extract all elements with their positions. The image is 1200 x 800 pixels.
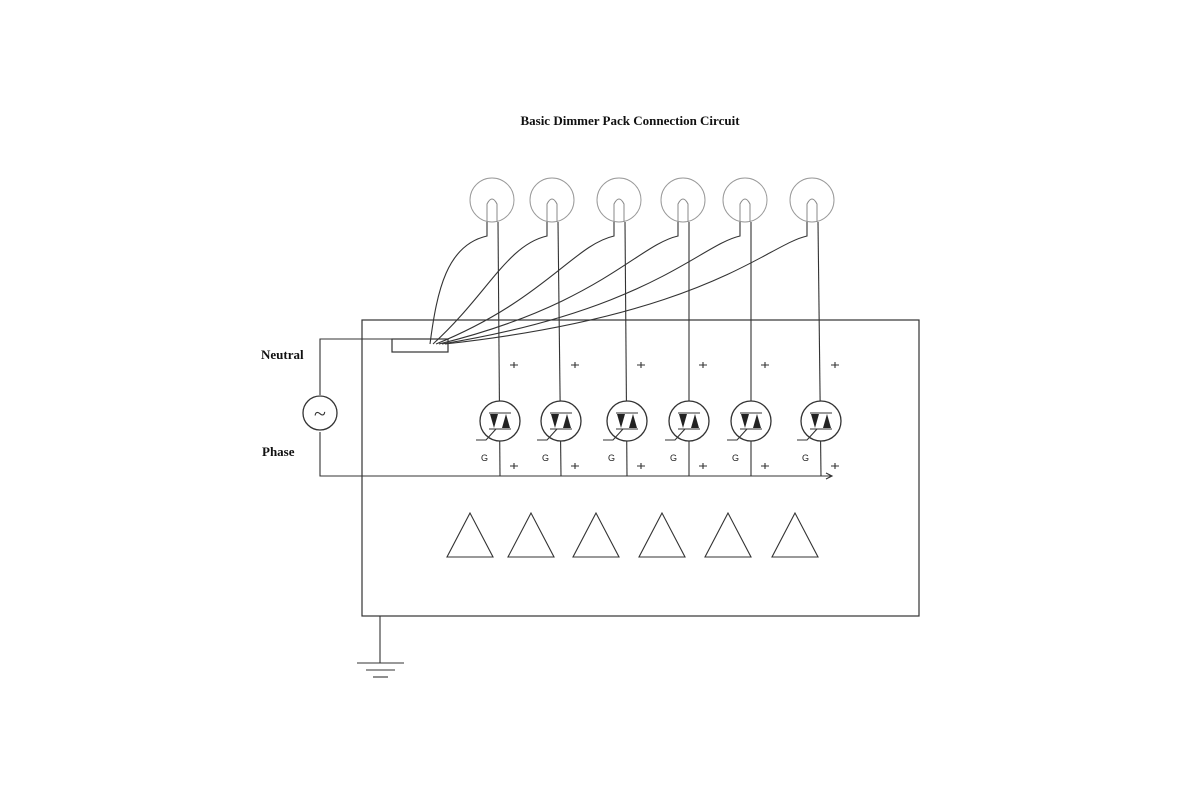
terminal-mark-top bbox=[699, 362, 707, 368]
terminal-mark-top bbox=[831, 362, 839, 368]
gate-label: G bbox=[802, 453, 809, 463]
triac-icon bbox=[797, 400, 842, 442]
terminal-mark-top bbox=[637, 362, 645, 368]
terminal-mark-top bbox=[510, 362, 518, 368]
ground-icon bbox=[357, 616, 404, 678]
terminal-mark-top bbox=[571, 362, 579, 368]
terminal-mark-bottom bbox=[761, 463, 769, 469]
ac-source-symbol: ~ bbox=[314, 401, 326, 426]
channel-6: G bbox=[444, 177, 842, 558]
channel-3: G bbox=[435, 177, 648, 558]
lamp-icon bbox=[596, 177, 642, 223]
terminal-mark-bottom bbox=[831, 463, 839, 469]
return-wire bbox=[438, 222, 679, 345]
gate-label: G bbox=[542, 453, 549, 463]
triac-icon bbox=[665, 400, 710, 442]
channel-1: G bbox=[429, 177, 521, 558]
terminal-mark-top bbox=[761, 362, 769, 368]
phase-label: Phase bbox=[262, 444, 295, 459]
ac-source-icon: ~ bbox=[302, 395, 338, 431]
triangle-icon bbox=[704, 511, 752, 558]
lamp-icon bbox=[789, 177, 835, 223]
neutral-terminal-block bbox=[391, 338, 449, 353]
triac-icon bbox=[476, 400, 521, 442]
return-wire bbox=[441, 222, 741, 345]
dimmer-pack-enclosure bbox=[361, 319, 920, 617]
terminal-mark-bottom bbox=[571, 463, 579, 469]
triangle-icon bbox=[771, 511, 819, 558]
triangle-icon bbox=[507, 511, 555, 558]
gate-label: G bbox=[670, 453, 677, 463]
lamp-icon bbox=[529, 177, 575, 223]
diagram-title: Basic Dimmer Pack Connection Circuit bbox=[520, 113, 740, 128]
triac-icon bbox=[537, 400, 582, 442]
gate-label: G bbox=[608, 453, 615, 463]
channel-5: G bbox=[441, 177, 772, 558]
phase-bus-arrow bbox=[825, 472, 834, 480]
triac-icon bbox=[727, 400, 772, 442]
channel-2: G bbox=[432, 177, 582, 558]
gate-label: G bbox=[732, 453, 739, 463]
neutral-wire bbox=[319, 338, 392, 395]
phase-wire bbox=[319, 432, 832, 477]
return-wire bbox=[435, 222, 615, 345]
return-wire bbox=[444, 222, 808, 345]
channel-4: G bbox=[438, 177, 710, 558]
triangle-icon bbox=[572, 511, 620, 558]
return-wire bbox=[432, 222, 548, 345]
lamp-icon bbox=[722, 177, 768, 223]
triangle-icon bbox=[446, 511, 494, 558]
lamp-icon bbox=[469, 177, 515, 223]
terminal-mark-bottom bbox=[637, 463, 645, 469]
gate-label: G bbox=[481, 453, 488, 463]
triangle-icon bbox=[638, 511, 686, 558]
terminal-mark-bottom bbox=[699, 463, 707, 469]
lamp-icon bbox=[660, 177, 706, 223]
terminal-mark-bottom bbox=[510, 463, 518, 469]
return-wire bbox=[429, 222, 488, 345]
triac-icon bbox=[603, 400, 648, 442]
neutral-label: Neutral bbox=[261, 347, 304, 362]
